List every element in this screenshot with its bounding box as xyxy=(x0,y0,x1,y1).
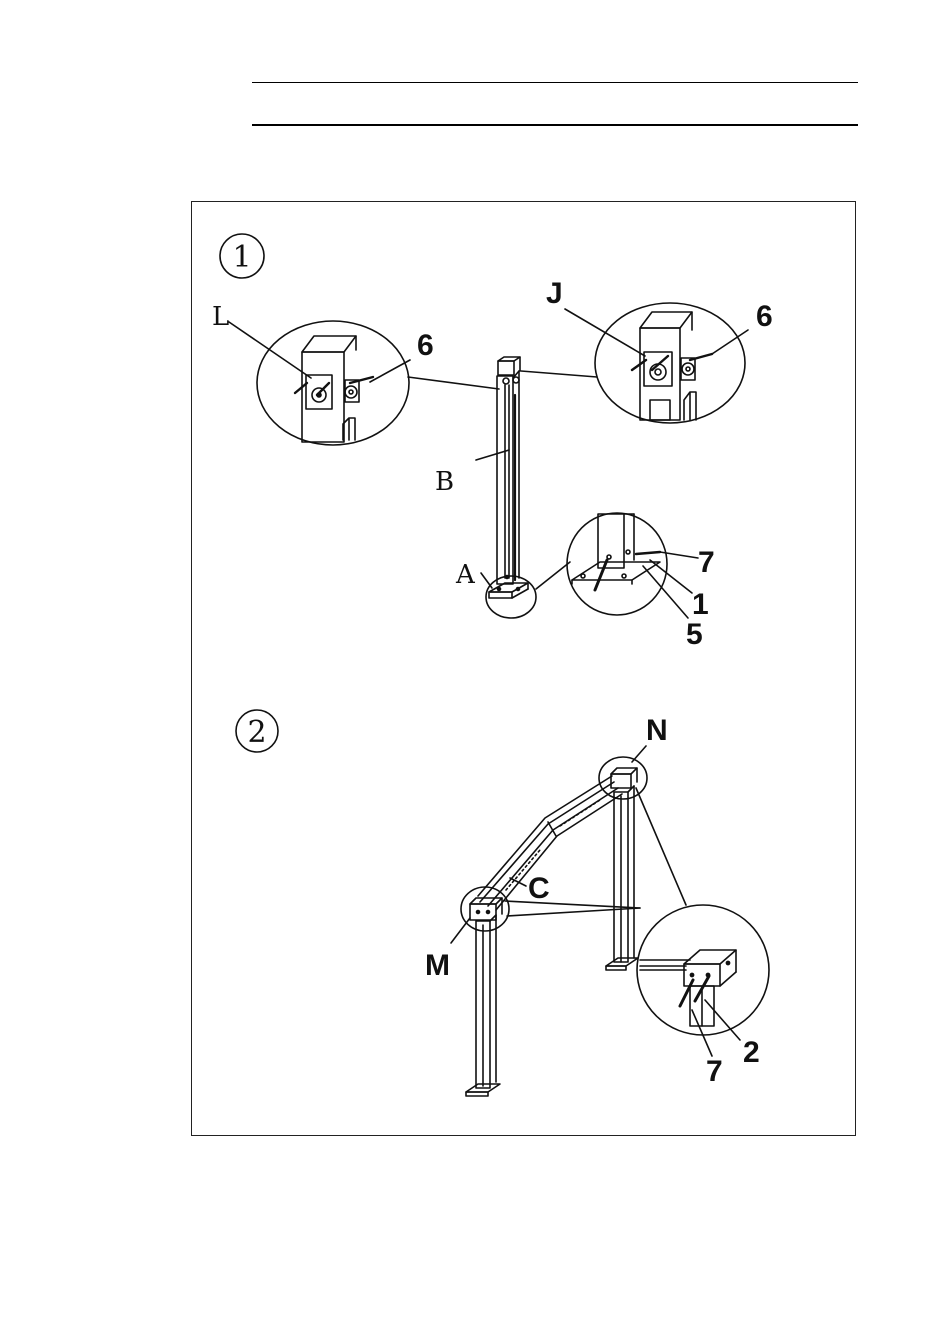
detail-top-right xyxy=(595,303,745,423)
label-6-left: 6 xyxy=(417,329,434,362)
step1-marker: 1 xyxy=(220,234,264,278)
step2-marker: 2 xyxy=(236,710,278,752)
label-7-bottom: 7 xyxy=(706,1055,723,1088)
label-a: A xyxy=(455,560,476,590)
arch-beam-c xyxy=(478,776,622,910)
label-j: J xyxy=(546,277,563,310)
label-b: B xyxy=(435,467,454,497)
label-5: 5 xyxy=(686,618,703,651)
label-l: L xyxy=(212,302,229,332)
label-7-base: 7 xyxy=(698,546,715,579)
label-n: N xyxy=(646,714,668,747)
post-b xyxy=(489,357,528,598)
label-6-right: 6 xyxy=(756,300,773,333)
detail-bottom-right xyxy=(637,905,769,1035)
label-1: 1 xyxy=(692,588,709,621)
detail-base xyxy=(567,513,667,615)
detail-top-left xyxy=(257,321,409,445)
label-m: M xyxy=(425,949,450,982)
step1-number: 1 xyxy=(232,240,251,275)
label-2: 2 xyxy=(743,1036,760,1069)
label-c: C xyxy=(528,872,550,905)
step2-number: 2 xyxy=(247,715,266,750)
